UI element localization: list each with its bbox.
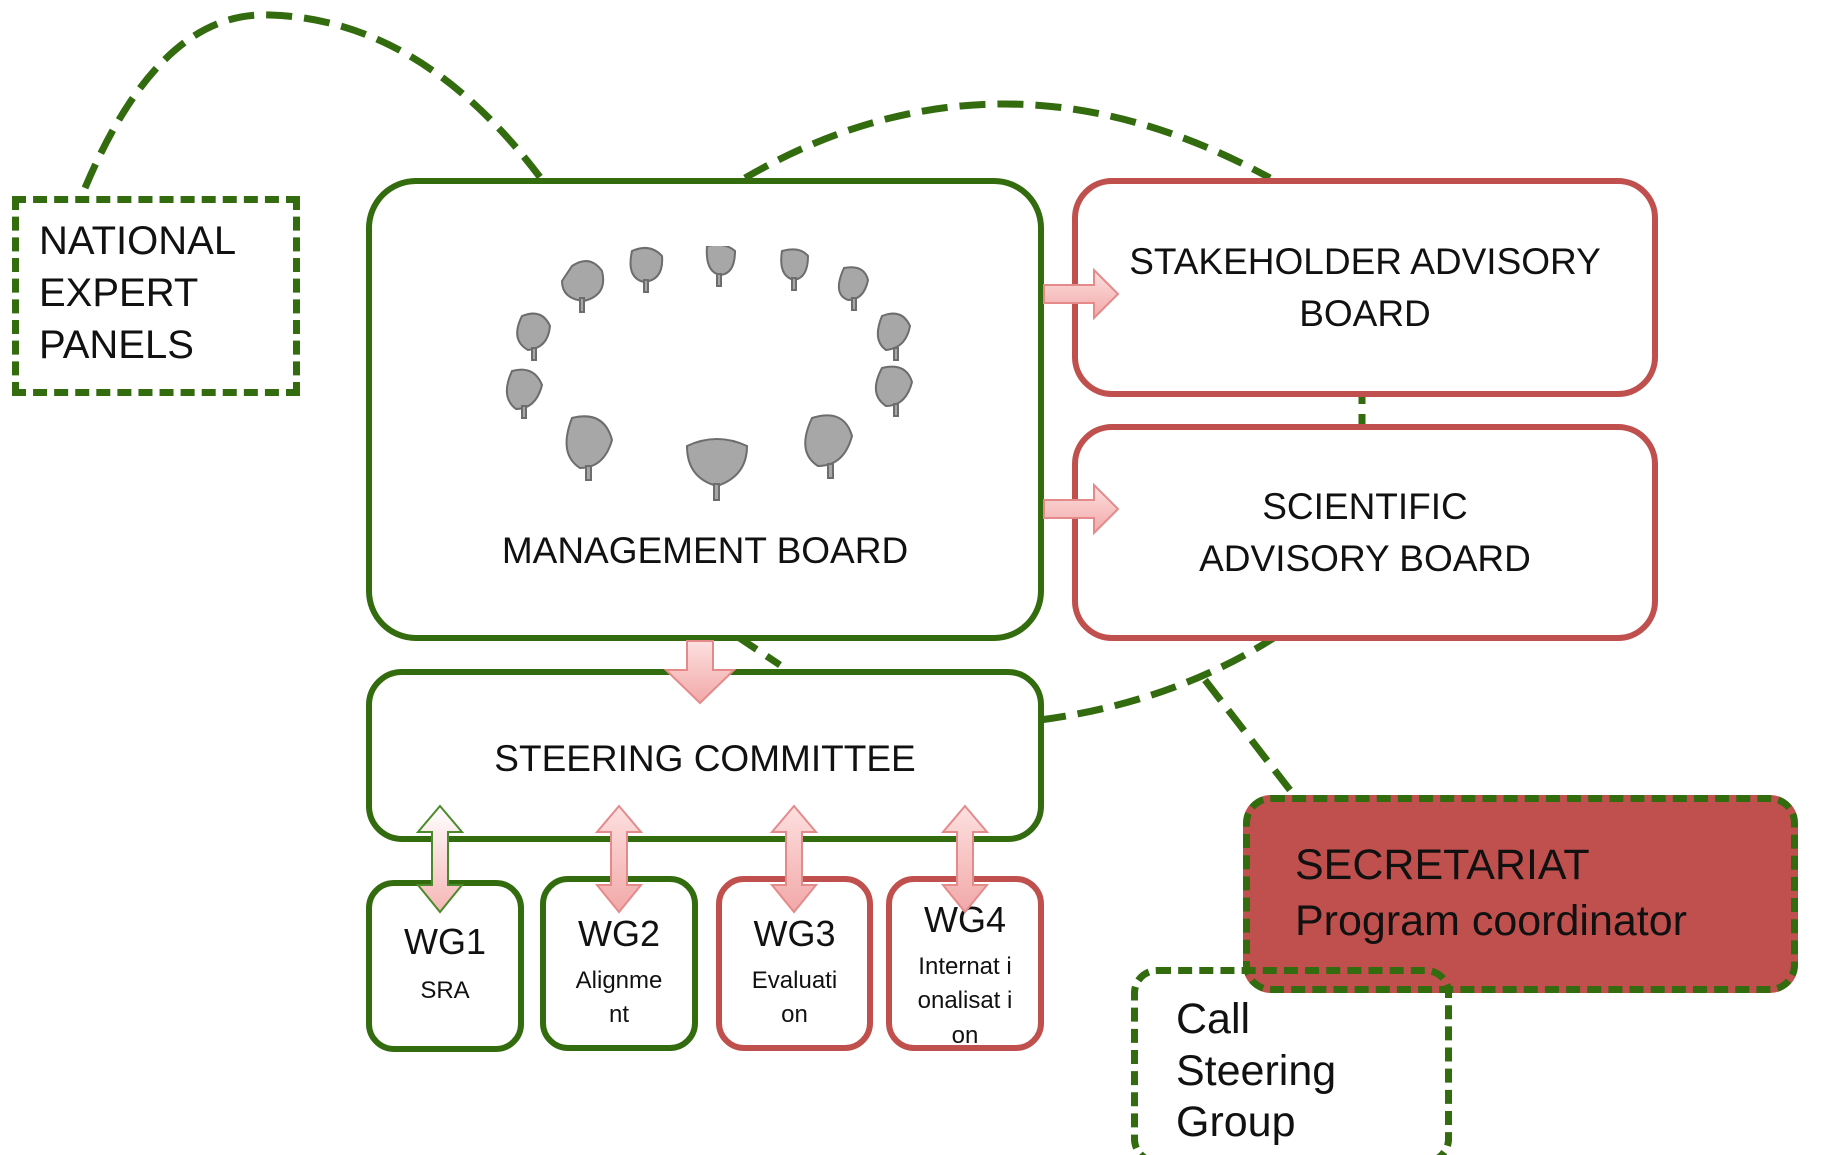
stakeholder-board-line-2: BOARD (1299, 292, 1431, 334)
chair-icon (875, 365, 914, 417)
chair-icon (685, 438, 749, 501)
dashed-arc-upper (743, 100, 1272, 182)
chair-icon (837, 266, 870, 311)
steering-committee-box: STEERING COMMITTEE (366, 669, 1044, 842)
dashed-link-secretariat (1202, 677, 1293, 793)
wg1-subtitle: SRA (420, 976, 470, 1004)
wg2-box: WG2 Alignme nt (540, 876, 698, 1051)
wg1-box: WG1 SRA (366, 880, 524, 1052)
wg3-title: WG3 (753, 913, 836, 954)
dashed-arrow-national (81, 11, 573, 222)
secretariat-line-1: SECRETARIAT (1295, 841, 1590, 890)
wg2-title: WG2 (577, 913, 660, 954)
national-panels-line-3: PANELS (39, 323, 194, 367)
call-steering-group-box: Call Steering Group (1131, 967, 1452, 1155)
stakeholder-advisory-board-box: STAKEHOLDER ADVISORY BOARD (1072, 178, 1658, 397)
wg1-title: WG1 (403, 921, 486, 962)
management-board-box: MANAGEMENT BOARD (366, 178, 1044, 641)
call-group-line-1: Call (1176, 995, 1251, 1043)
wg4-title: WG4 (923, 899, 1006, 940)
chair-icon (629, 246, 664, 293)
scientific-board-line-1: SCIENTIFIC (1262, 485, 1468, 527)
wg3-box: WG3 Evaluati on (716, 876, 873, 1051)
wg4-box: WG4 Internat ionalisat ion (886, 876, 1044, 1051)
chair-icon (560, 260, 605, 313)
chair-icon (780, 248, 810, 291)
call-group-line-3: Group (1176, 1098, 1296, 1147)
chair-icon (505, 368, 544, 419)
chair-icon (516, 312, 552, 361)
chair-icon (804, 414, 854, 479)
chair-icon (705, 246, 737, 287)
national-expert-panels-box: NATIONAL EXPERT PANELS (12, 196, 300, 396)
call-group-line-2: Steering (1176, 1046, 1337, 1095)
chairs-in-circle-icon (505, 246, 914, 501)
scientific-advisory-board-box: SCIENTIFIC ADVISORY BOARD (1072, 424, 1658, 641)
chair-icon (876, 312, 912, 361)
steering-committee-label: STEERING COMMITTEE (494, 738, 916, 779)
wg4-subtitle: Internat ionalisat ion (917, 952, 1013, 1050)
wg3-subtitle: Evaluati on (751, 966, 838, 1029)
wg2-subtitle: Alignme nt (575, 966, 663, 1029)
national-panels-line-2: EXPERT (39, 271, 199, 315)
stakeholder-board-line-1: STAKEHOLDER ADVISORY (1129, 240, 1601, 282)
national-panels-line-1: NATIONAL (39, 219, 237, 263)
management-board-label: MANAGEMENT BOARD (501, 530, 909, 572)
secretariat-line-2: Program coordinator (1295, 897, 1687, 945)
chair-icon (565, 415, 614, 481)
scientific-board-line-2: ADVISORY BOARD (1199, 537, 1531, 579)
secretariat-box: SECRETARIAT Program coordinator (1243, 795, 1798, 993)
